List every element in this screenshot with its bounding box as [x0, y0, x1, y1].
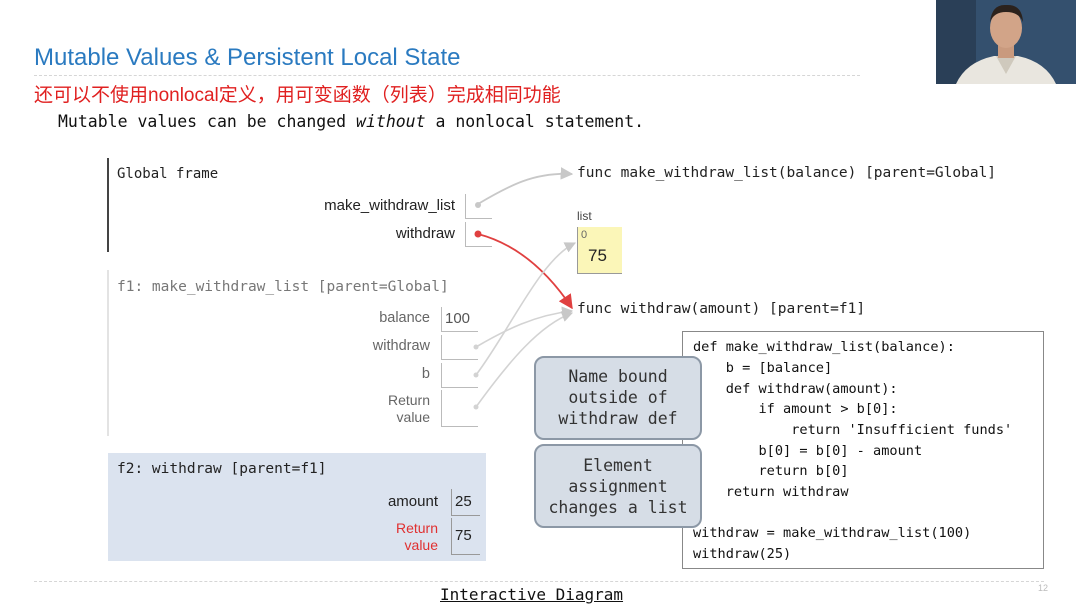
- callout-element-assignment-line: changes a list: [548, 498, 688, 517]
- title-divider: [34, 75, 860, 76]
- list-element-value: 75: [588, 246, 607, 265]
- callout-element-assignment-line: Element: [583, 456, 653, 475]
- code-line: b[0] = b[0] - amount: [693, 443, 923, 459]
- f1-frame-bar: [107, 270, 109, 436]
- f1-balance-value: 100: [445, 310, 471, 327]
- instructor-silhouette: [936, 0, 1076, 84]
- lead-sentence: Mutable values can be changed without a …: [58, 112, 644, 131]
- f2-return-label-line1: Return: [395, 520, 438, 536]
- f2-frame: [108, 453, 486, 561]
- global-var-withdraw: withdraw: [395, 225, 455, 242]
- code-line: def make_withdraw_list(balance):: [693, 339, 955, 355]
- code-line: if amount > b[0]:: [693, 401, 898, 417]
- f1-var-balance: balance: [379, 310, 430, 326]
- code-line: def withdraw(amount):: [693, 381, 898, 397]
- global-slot-make-withdraw-list: [465, 194, 492, 219]
- f1-frame-label: f1: make_withdraw_list [parent=Global]: [117, 279, 449, 295]
- callout-name-bound-line: Name bound: [568, 367, 668, 386]
- lead-text-start: Mutable values can be changed: [58, 112, 357, 131]
- list-index: 0: [581, 229, 588, 241]
- f1-var-withdraw: withdraw: [372, 338, 430, 354]
- f2-return-value: 75: [455, 527, 472, 544]
- f2-var-amount: amount: [387, 493, 438, 510]
- code-line: b = [balance]: [693, 360, 833, 376]
- code-panel: [682, 331, 1044, 569]
- f1-return-label-line2: value: [396, 409, 430, 425]
- list-object: [577, 227, 622, 274]
- global-frame-bar: [107, 158, 109, 252]
- list-type-label: list: [577, 209, 592, 223]
- func-withdraw-object: func withdraw(amount) [parent=f1]: [577, 301, 866, 317]
- arrow-f1-withdraw-to-func: [475, 306, 574, 348]
- page-number: 12: [1038, 583, 1049, 593]
- interactive-diagram-link[interactable]: Interactive Diagram: [440, 585, 624, 604]
- lead-text-end: a nonlocal statement.: [425, 112, 645, 131]
- f2-frame-label: f2: withdraw [parent=f1]: [117, 461, 327, 477]
- f1-slot-withdraw: [441, 335, 478, 360]
- f2-amount-value: 25: [455, 493, 472, 510]
- f1-return-label-line1: Return: [387, 392, 430, 408]
- callout-name-bound-line: withdraw def: [558, 409, 678, 428]
- func-make-withdraw-list-object: func make_withdraw_list(balance) [parent…: [577, 165, 997, 181]
- footer-divider: [34, 581, 1044, 582]
- f1-var-b: b: [421, 366, 430, 382]
- instructor-video: [936, 0, 1076, 84]
- arrow-global-to-make-withdraw-list: [477, 167, 574, 205]
- global-slot-withdraw: [465, 222, 492, 247]
- f2-slot-amount: [451, 489, 480, 516]
- f2-return-label-line2: value: [404, 537, 438, 553]
- callout-name-bound-line: outside of: [568, 388, 668, 407]
- code-line: return withdraw: [693, 484, 849, 500]
- callout-name-bound: Name bound outside of withdraw def: [534, 356, 702, 440]
- code-line: withdraw = make_withdraw_list(100): [693, 525, 972, 541]
- slide-subtitle: 还可以不使用nonlocal定义，用可变函数（列表）完成相同功能: [34, 85, 561, 106]
- code-line: return b[0]: [693, 463, 849, 479]
- callout-element-assignment-line: assignment: [568, 477, 668, 496]
- arrow-global-withdraw-to-func: [477, 233, 573, 310]
- f1-slot-return: [441, 390, 478, 427]
- f2-slot-return: [451, 518, 480, 555]
- f1-slot-balance: [441, 307, 478, 332]
- code-line: withdraw(25): [693, 546, 792, 562]
- lead-text-italic: without: [356, 112, 426, 131]
- global-var-make-withdraw-list: make_withdraw_list: [324, 197, 455, 214]
- code-line: return 'Insufficient funds': [693, 422, 1013, 438]
- slide-title: Mutable Values & Persistent Local State: [34, 44, 461, 71]
- callout-element-assignment: Element assignment changes a list: [534, 444, 702, 528]
- f1-slot-b: [441, 363, 478, 388]
- global-frame-label: Global frame: [117, 166, 219, 182]
